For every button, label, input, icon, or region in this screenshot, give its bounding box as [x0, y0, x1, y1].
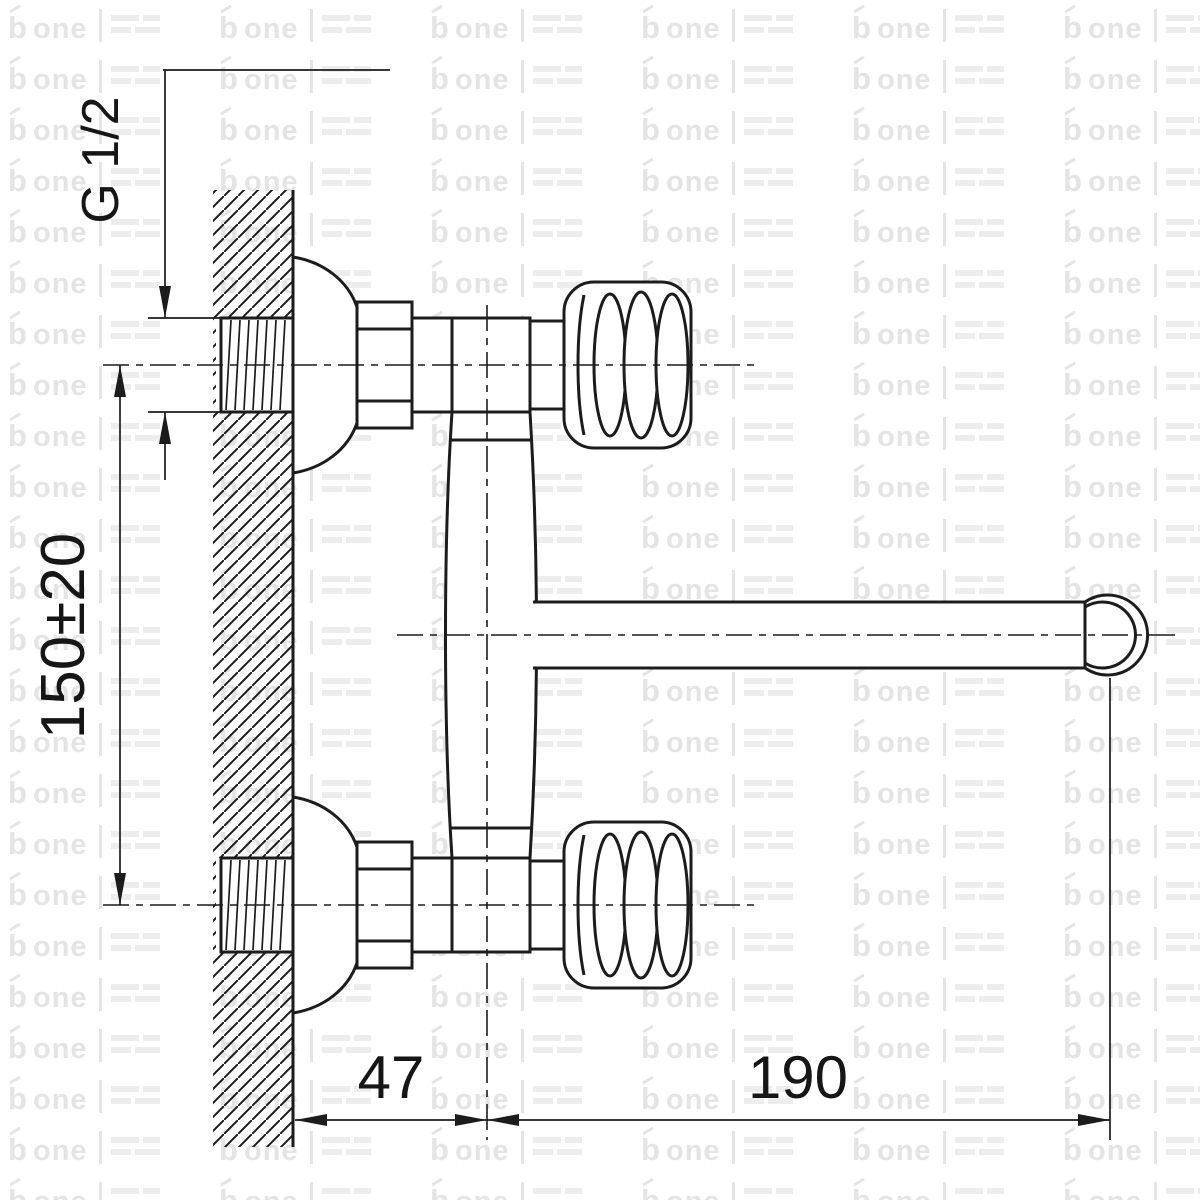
dimension-thread-size: G 1/2 [72, 69, 390, 480]
column-right-edge-lower [528, 667, 538, 859]
spout [533, 593, 1150, 677]
wall-to-axis-label: 47 [358, 1044, 425, 1111]
dimensions: G 1/2 150±20 47 190 [29, 69, 1111, 1140]
arrowhead-right-icon [455, 1114, 487, 1126]
arrowhead-up-icon [114, 365, 126, 397]
mounting-distance-label: 150±20 [29, 533, 98, 739]
arrowhead-left-icon [487, 1114, 519, 1126]
arrowhead-up-icon [159, 412, 171, 444]
dimension-mounting-distance: 150±20 [29, 365, 126, 905]
column-right-edge-upper [528, 411, 538, 603]
arrowhead-down-icon [114, 873, 126, 905]
spout-length-label: 190 [748, 1044, 848, 1111]
arrowhead-right-icon [1078, 1114, 1110, 1126]
arrowhead-down-icon [159, 286, 171, 318]
thread-size-label: G 1/2 [72, 96, 130, 223]
dimension-bottom-chain: 47 190 [295, 678, 1111, 1140]
arrowhead-left-icon [295, 1114, 327, 1126]
centerlines [397, 305, 1180, 1140]
